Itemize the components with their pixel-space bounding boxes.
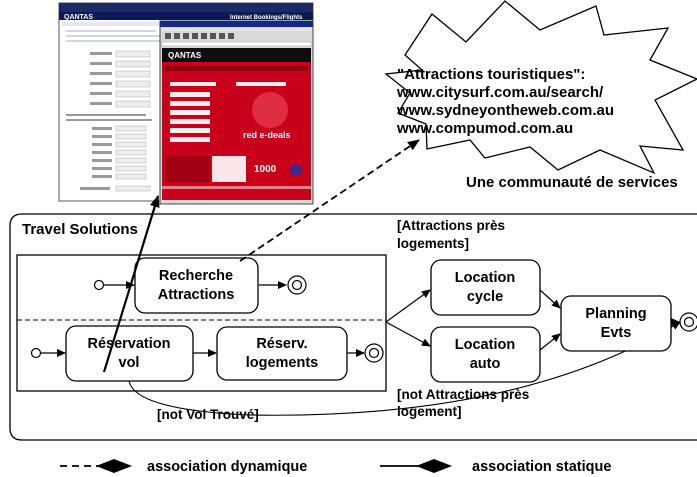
state-planning-label-2: Evts bbox=[601, 325, 632, 341]
state-recherche-attractions[interactable] bbox=[134, 257, 259, 314]
cloud-line-2: www.citysurf.com.au/search/ bbox=[396, 84, 604, 101]
state-auto-label-1: Location bbox=[455, 337, 515, 353]
screenshot-qantas-page: QANTAS red e-deals 1000 bbox=[159, 20, 314, 205]
guard-attractions-pres-1: [Attractions près bbox=[397, 218, 505, 233]
cloud-line-4: www.compumod.com.au bbox=[396, 120, 573, 137]
state-reservation-label-2: vol bbox=[119, 355, 140, 371]
composite-title: Travel Solutions bbox=[22, 221, 138, 238]
cloud-line-3: www.sydneyontheweb.com.au bbox=[396, 102, 614, 119]
guard-attractions-pres-2: logements] bbox=[397, 236, 469, 251]
legend-static-label: association statique bbox=[472, 459, 611, 475]
transition-fork-cycle bbox=[385, 289, 431, 323]
guard-not-vol-trouve: [not Vol Trouvé] bbox=[157, 407, 259, 422]
screenshot-front-promo: red e-deals bbox=[243, 130, 291, 140]
legend-static-diamond bbox=[416, 459, 452, 473]
state-cycle-label-1: Location bbox=[455, 270, 515, 286]
legend-dynamic-diamond bbox=[96, 459, 132, 473]
cloud-shape bbox=[384, 0, 697, 175]
screenshot-front-number: 1000 bbox=[254, 164, 277, 175]
final-state-right-inner bbox=[683, 316, 695, 328]
transition-auto-planning bbox=[539, 333, 561, 351]
state-planning-evts[interactable] bbox=[560, 295, 672, 352]
transition-fork-auto bbox=[385, 321, 431, 347]
final-state-lower-inner bbox=[368, 347, 380, 359]
legend-dynamic-label: association dynamique bbox=[147, 459, 307, 475]
state-location-cycle[interactable] bbox=[430, 259, 541, 316]
state-auto-label-2: auto bbox=[470, 356, 501, 372]
state-location-auto[interactable] bbox=[430, 326, 541, 383]
screenshot-back-header: Internet Bookings/Flights bbox=[230, 15, 303, 21]
final-state-upper-inner bbox=[291, 279, 303, 291]
association-dynamic-recherche-cloud bbox=[239, 139, 420, 262]
screenshot-front-brand: QANTAS bbox=[168, 51, 202, 60]
state-planning-label-1: Planning bbox=[585, 306, 646, 322]
association-static-reservation-screenshot bbox=[102, 195, 160, 373]
cloud-line-1: "Attractions touristiques": bbox=[397, 66, 585, 83]
initial-state-lower bbox=[30, 347, 42, 359]
orthogonal-region-box bbox=[16, 254, 387, 392]
state-logements-label-1: Réserv. bbox=[256, 336, 307, 352]
state-cycle-label-2: cycle bbox=[467, 289, 503, 305]
state-recherche-label-2: Attractions bbox=[158, 287, 235, 303]
state-logements-label-2: logements bbox=[246, 355, 319, 371]
composite-state-travel-solutions bbox=[9, 213, 697, 441]
transition-cycle-planning bbox=[539, 289, 561, 309]
guard-not-attractions-1: [not Attractions près bbox=[397, 387, 529, 402]
legend: association dynamique association statiq… bbox=[60, 459, 611, 475]
state-reservation-label-1: Réservation bbox=[87, 336, 170, 352]
initial-state-upper bbox=[93, 279, 105, 291]
guard-not-attractions-2: logement] bbox=[397, 404, 462, 419]
screenshot-back-brand: QANTAS bbox=[64, 14, 93, 21]
state-recherche-label-1: Recherche bbox=[159, 268, 233, 284]
state-reserv-logements[interactable] bbox=[216, 326, 348, 381]
transition-not-vol-trouve bbox=[128, 321, 681, 416]
cloud-caption: Une communauté de services bbox=[466, 174, 678, 191]
state-reservation-vol[interactable] bbox=[65, 325, 194, 382]
